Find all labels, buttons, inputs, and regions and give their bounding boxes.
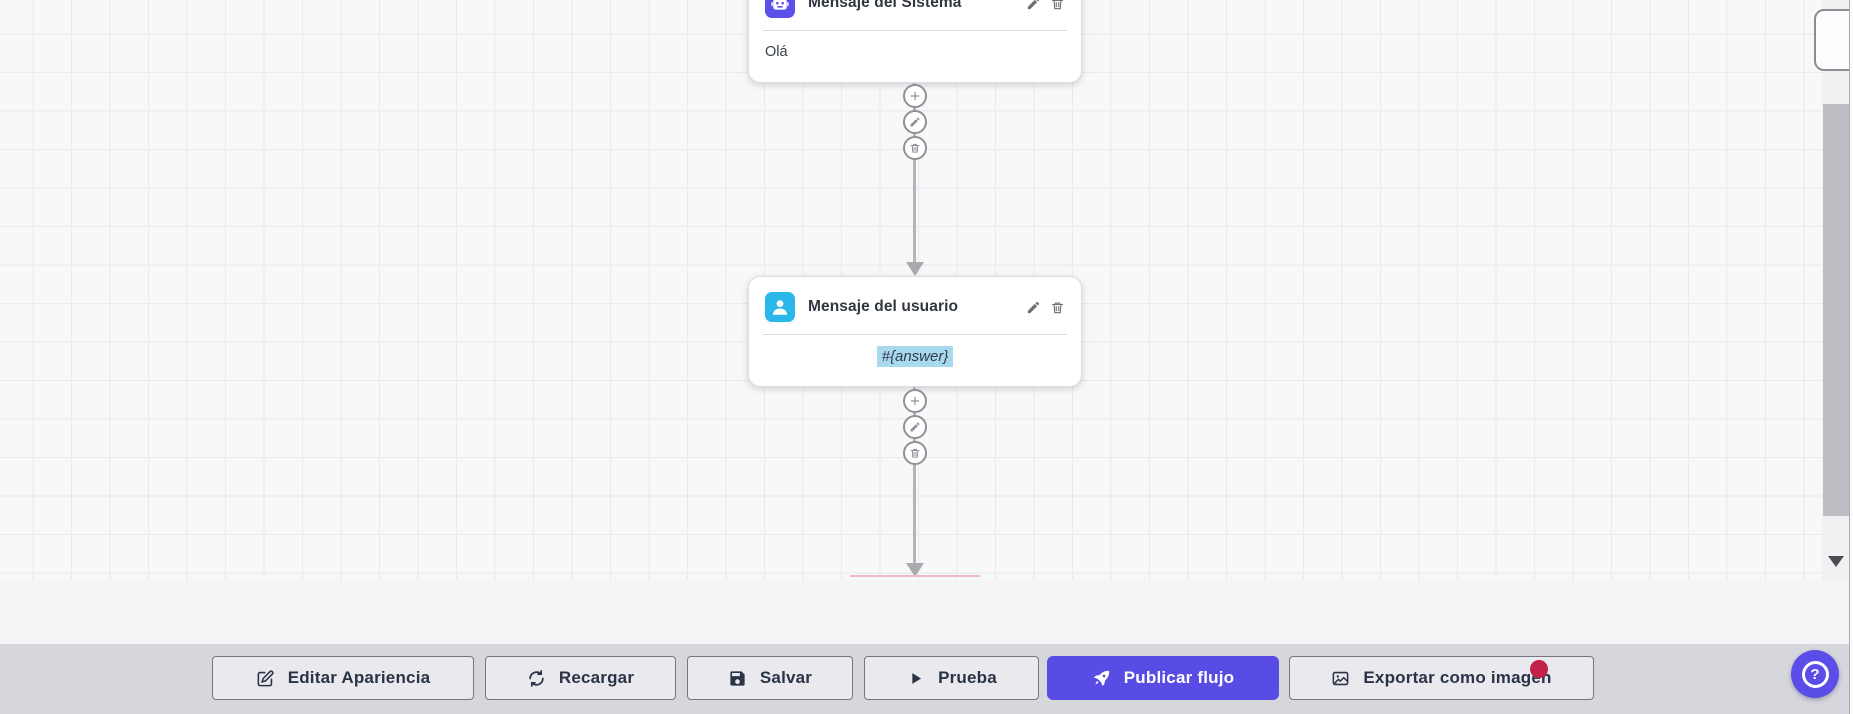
flow-canvas[interactable]: Mensaje del Sistema Olá [0,0,1853,580]
image-icon [1333,671,1349,685]
window-edge [1849,0,1853,714]
unsaved-changes-badge [1530,660,1548,678]
connector-actions [903,84,927,160]
user-icon [765,292,795,322]
button-label: Editar Apariencia [287,668,431,687]
delete-node-icon[interactable] [1050,300,1065,315]
connector-arrow-icon [906,262,924,276]
add-node-button[interactable] [903,84,927,108]
rocket-icon [1093,670,1109,686]
variable-chip[interactable]: #{answer} [876,346,954,367]
edit-node-icon[interactable] [1026,0,1041,11]
button-label: Recargar [558,668,635,687]
delete-node-icon[interactable] [1050,0,1065,11]
button-label: Publicar flujo [1123,668,1235,687]
minimap-panel[interactable] [1814,9,1853,71]
node-content[interactable]: Olá [765,44,788,60]
button-label: Exportar como imagen [1363,668,1552,687]
test-button[interactable]: Prueba [864,656,1039,700]
node-header: Mensaje del Sistema [765,0,1065,18]
export-image-button[interactable]: Exportar como imagen [1289,656,1594,700]
edit-node-icon[interactable] [1026,300,1041,315]
node-content[interactable]: #{answer} [765,346,1065,367]
button-label: Prueba [938,668,997,687]
vertical-scrollbar[interactable] [1822,0,1850,580]
connector-actions [903,389,927,465]
delete-connector-button[interactable] [903,136,927,160]
edit-icon [257,669,274,686]
node-title: Mensaje del usuario [808,298,959,315]
publish-flow-button[interactable]: Publicar flujo [1047,656,1279,700]
scroll-down-icon[interactable] [1828,556,1844,567]
bottom-toolbar: Editar Apariencia Recargar Salvar Prueba… [0,644,1853,714]
question-icon: ? [1801,660,1829,688]
node-header: Mensaje del usuario [765,292,1065,322]
refresh-icon [529,669,544,687]
connector-line [913,387,916,565]
help-label: ? [1810,665,1820,683]
save-button[interactable]: Salvar [687,656,1548,700]
node-divider [763,30,1067,31]
scrollbar-thumb[interactable] [1823,104,1849,516]
edit-connector-button[interactable] [903,110,927,134]
connector-arrow-icon [906,563,924,577]
edit-connector-button[interactable] [903,415,927,439]
button-label: Salvar [759,668,813,687]
help-button[interactable]: ? [1791,650,1839,698]
robot-icon [765,0,795,18]
save-icon [730,670,745,686]
play-icon [912,672,922,684]
canvas-footer-band [0,580,1853,644]
delete-connector-button[interactable] [903,441,927,465]
node-divider [763,334,1067,335]
reload-button[interactable]: Recargar [485,656,676,700]
edit-appearance-button[interactable]: Editar Apariencia [212,656,474,700]
next-node-edge [850,575,980,577]
add-node-button[interactable] [903,389,927,413]
node-title: Mensaje del Sistema [808,0,962,11]
node-user-message[interactable]: Mensaje del usuario #{answer} [748,276,1082,387]
connector-line [913,83,916,265]
node-system-message[interactable]: Mensaje del Sistema Olá [748,0,1082,83]
